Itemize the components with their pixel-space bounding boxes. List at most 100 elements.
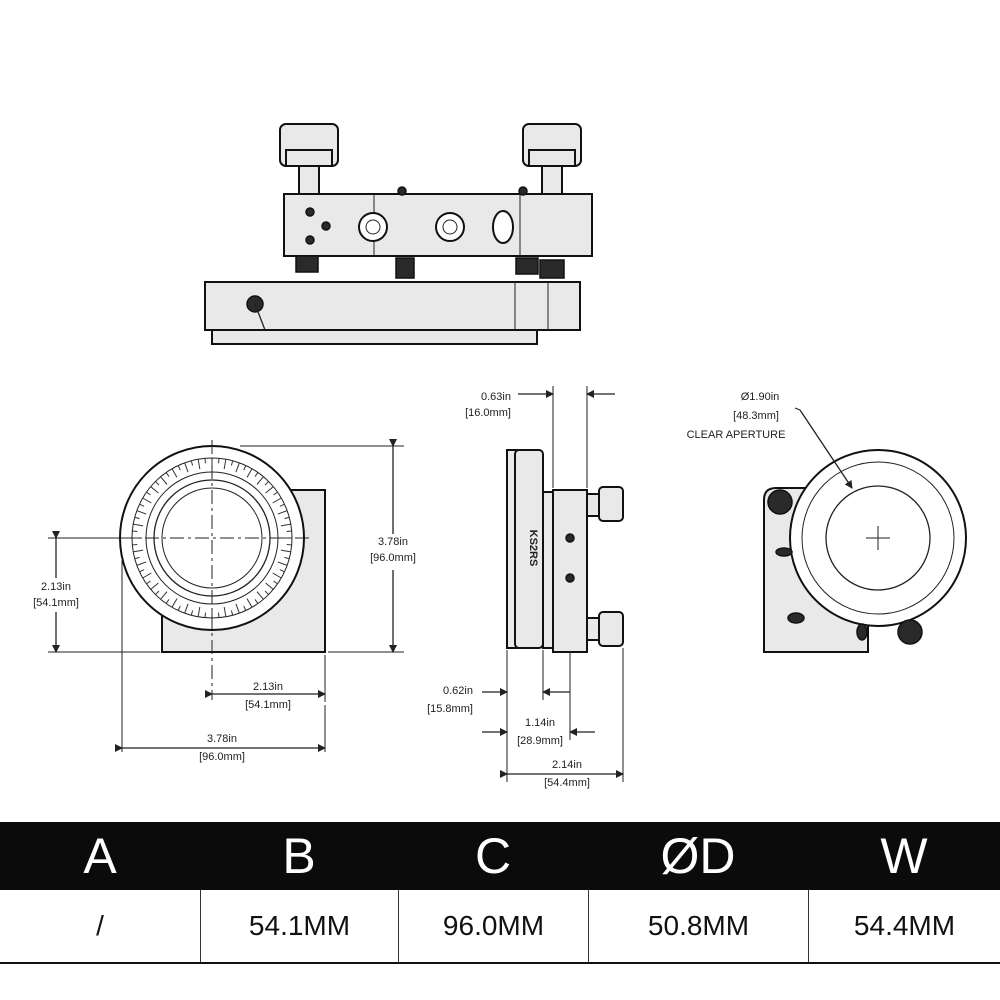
dial-tick	[136, 510, 147, 515]
front-view: 3.78in [96.0mm] 2.13in [54.1mm] 2.13in […	[33, 439, 416, 763]
dial-tick	[277, 510, 288, 515]
value-d: 50.8MM	[588, 890, 808, 962]
dial-tick	[243, 605, 247, 611]
dial-tick	[254, 472, 259, 477]
dial-tick	[190, 460, 194, 466]
side-block	[552, 489, 588, 653]
aperture-dim-in: Ø1.90in	[741, 391, 780, 403]
spec-table-values: / 54.1MM 96.0MM 50.8MM 54.4MM	[0, 890, 1000, 964]
dial-tick	[150, 486, 159, 494]
engraving-text: KS2RS	[527, 530, 539, 567]
value-w: 54.4MM	[808, 890, 1000, 962]
dial-tick	[265, 486, 274, 494]
dial-tick	[155, 590, 160, 595]
dial-tick	[254, 599, 259, 604]
dial-tick	[256, 591, 264, 600]
dial-tick	[160, 591, 168, 600]
dial-tick	[246, 598, 253, 608]
width-dim-mm: [96.0mm]	[199, 751, 245, 763]
value-a: /	[96, 910, 104, 941]
back-view: Ø1.90in [48.3mm] CLEAR APERTURE	[687, 391, 967, 653]
dial-ticks	[132, 458, 292, 618]
side-view: KS2RS 0.63in [16.0mm] 0.62in [15.8mm] 1.…	[427, 386, 624, 789]
dial-tick	[230, 460, 234, 466]
dial-tick	[146, 580, 151, 585]
dial-tick	[280, 523, 291, 527]
dial-tick	[165, 599, 170, 604]
dial-tick	[264, 481, 269, 486]
technical-drawing: 3.78in [96.0mm] 2.13in [54.1mm] 2.13in […	[33, 123, 967, 789]
dial-tick	[223, 606, 227, 617]
top-dim-mm: [16.0mm]	[465, 407, 511, 419]
header-c: C	[474, 828, 512, 884]
dial-tick	[139, 503, 145, 507]
dial-tick	[280, 549, 291, 553]
dial-tick	[134, 516, 140, 520]
dial-tick	[256, 476, 264, 485]
upper-block	[283, 193, 593, 257]
header-d: ØD	[660, 828, 736, 884]
right-knob	[522, 123, 582, 195]
dial-tick	[272, 572, 282, 579]
dial-tick	[235, 603, 240, 614]
offset-dim-mm: [54.1mm]	[245, 699, 291, 711]
dial-tick	[265, 582, 274, 590]
base-dim-in: 0.62in	[443, 685, 473, 697]
dial-tick	[142, 572, 152, 579]
header-a: A	[83, 828, 117, 884]
dial-tick	[190, 610, 194, 616]
dial-tick	[223, 459, 227, 470]
dial-tick	[171, 598, 178, 608]
mid-dim-in: 1.14in	[525, 717, 555, 729]
dial-tick	[142, 497, 152, 504]
dial-tick	[136, 561, 147, 566]
dial-tick	[155, 481, 160, 486]
top-dim-in: 0.63in	[481, 391, 511, 403]
dial-tick	[273, 580, 278, 585]
dial-tick	[146, 491, 151, 496]
dial-tick	[134, 556, 140, 560]
dial-tick	[273, 491, 278, 496]
dial-tick	[177, 605, 181, 611]
dial-tick	[133, 523, 144, 527]
dial-tick	[279, 569, 285, 573]
dial-tick	[150, 582, 159, 590]
aperture-dim-mm: [48.3mm]	[733, 410, 779, 422]
dial-tick	[284, 516, 290, 520]
offset-dim-in: 2.13in	[253, 681, 283, 693]
dial-tick	[264, 590, 269, 595]
dial-tick	[133, 549, 144, 553]
mid-dim-mm: [28.9mm]	[517, 735, 563, 747]
dial-tick	[284, 556, 290, 560]
header-w: W	[880, 828, 928, 884]
dial-tick	[139, 569, 145, 573]
dial-tick	[160, 476, 168, 485]
top-view	[204, 123, 593, 345]
left-knob	[279, 123, 339, 195]
clear-aperture-circle	[825, 485, 931, 591]
dial-tick	[165, 472, 170, 477]
value-c: 96.0MM	[398, 890, 588, 962]
dial-tick	[197, 606, 201, 617]
center-height-dim-in: 2.13in	[41, 581, 71, 593]
dial-tick	[272, 497, 282, 504]
width-dim-in: 3.78in	[207, 733, 237, 745]
dial-tick	[197, 459, 201, 470]
base-plate	[204, 281, 581, 331]
depth-dim-in: 2.14in	[552, 759, 582, 771]
dial-tick	[279, 503, 285, 507]
value-b: 54.1MM	[200, 890, 398, 962]
dial-tick	[171, 468, 178, 478]
height-dim-in: 3.78in	[378, 536, 408, 548]
dial-tick	[277, 561, 288, 566]
aperture-caption: CLEAR APERTURE	[687, 429, 786, 441]
spec-table: A B C ØD W / 54.1MM 96.0MM 50.8MM 54.4MM	[0, 822, 1000, 964]
dial-tick	[243, 465, 247, 471]
dial-tick	[177, 465, 181, 471]
dial-tick	[230, 610, 234, 616]
height-dim-mm: [96.0mm]	[370, 552, 416, 564]
center-height-dim-mm: [54.1mm]	[33, 597, 79, 609]
depth-dim-mm: [54.4mm]	[544, 777, 590, 789]
dial-tick	[235, 462, 240, 473]
dial-tick	[246, 468, 253, 478]
